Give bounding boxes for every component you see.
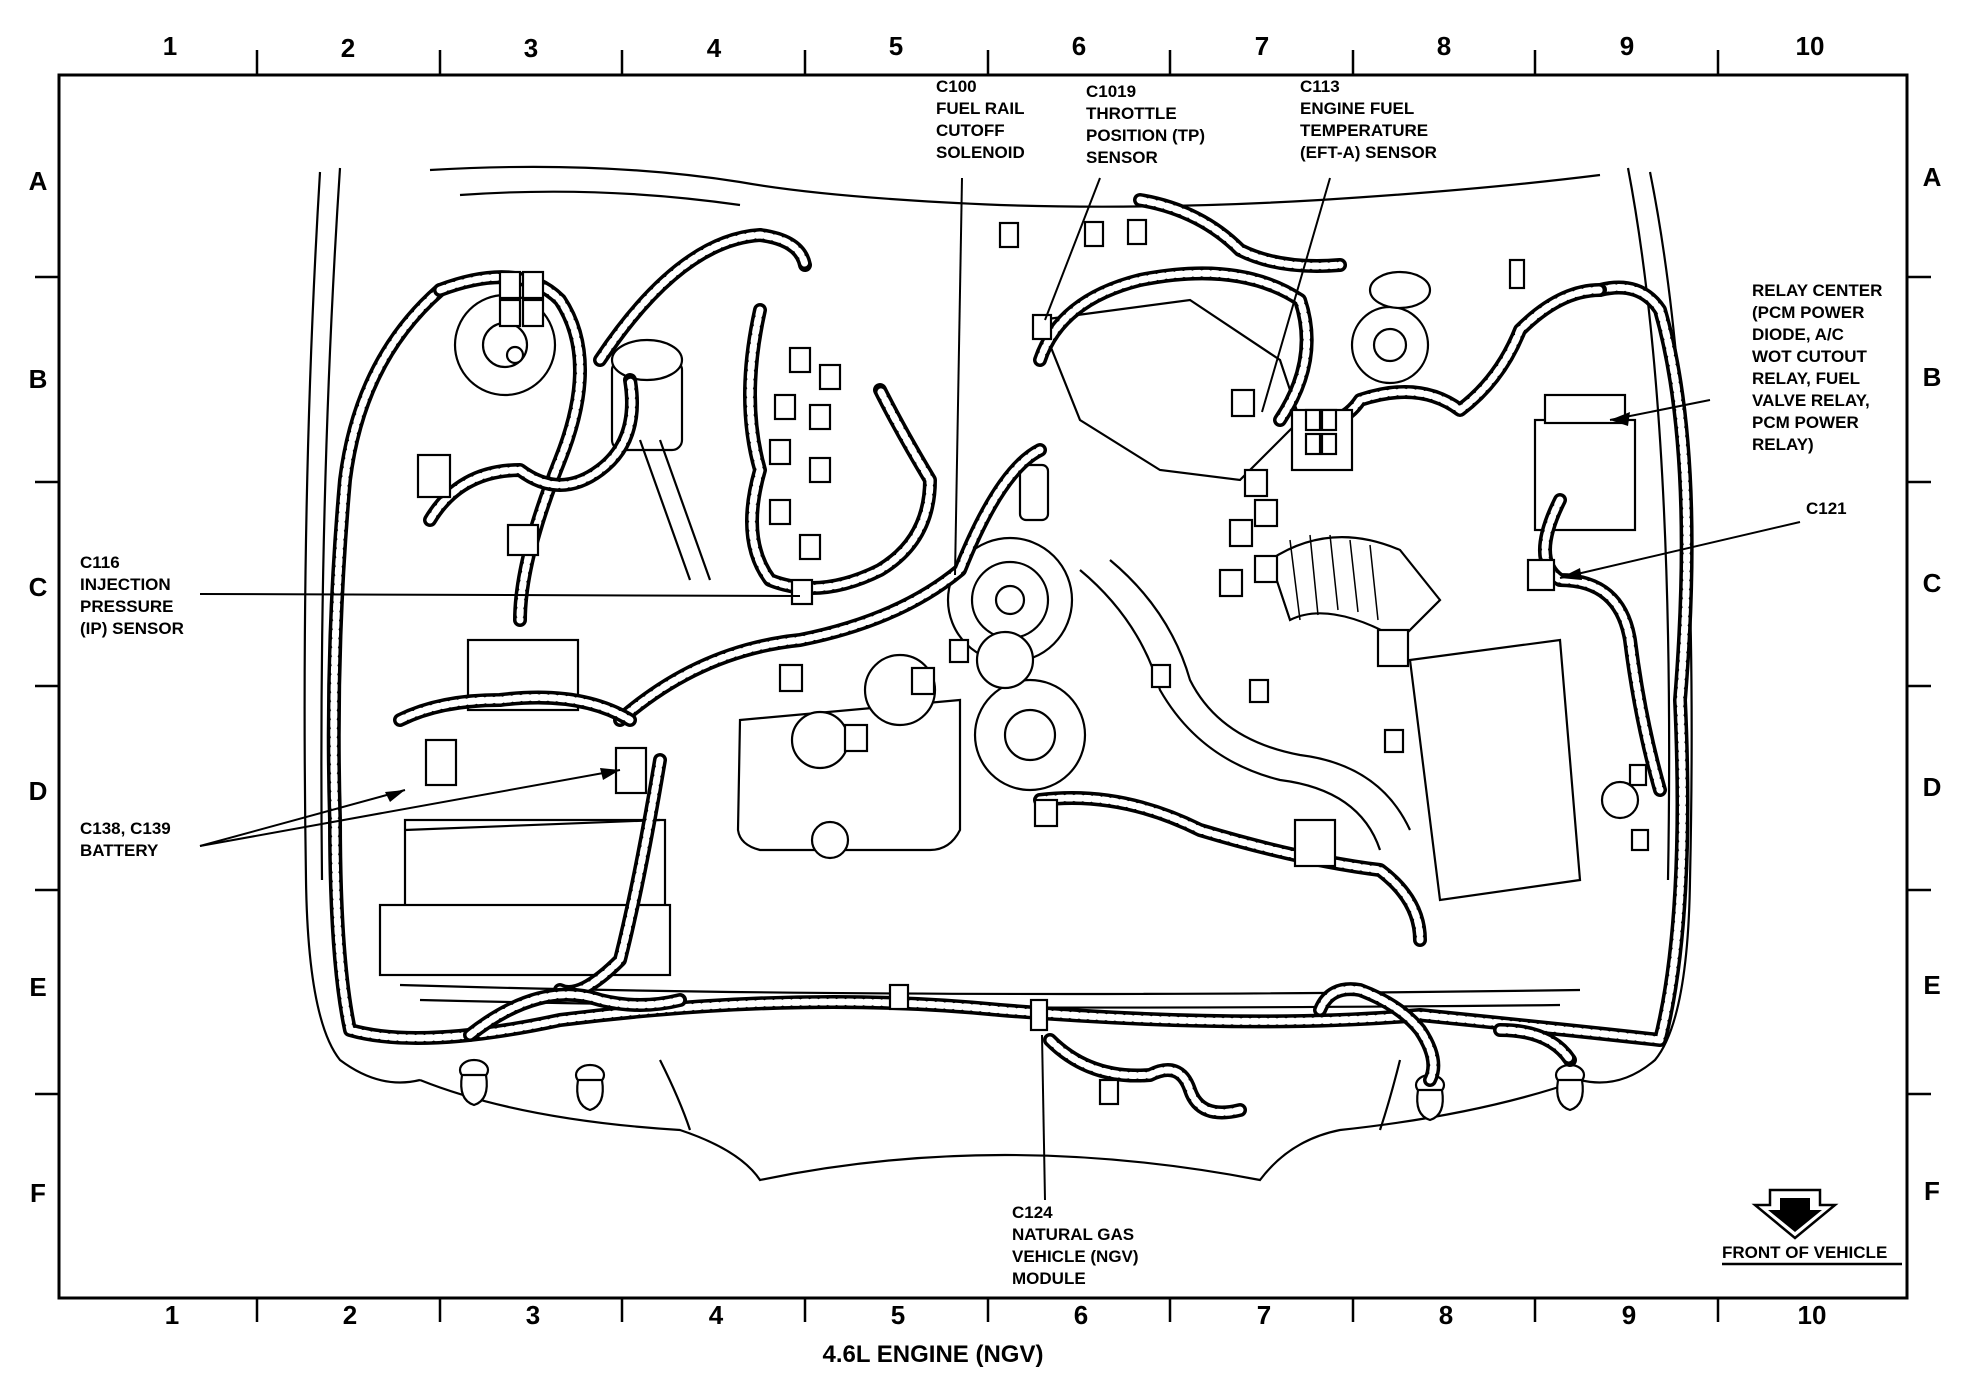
grid-col-7: 7: [1255, 31, 1269, 61]
c113-line-1: C113: [1300, 77, 1340, 96]
relay-center-line-1: RELAY CENTER: [1752, 281, 1882, 300]
grid-col-9-bottom: 9: [1622, 1300, 1636, 1330]
grid-row-A-right: A: [1923, 162, 1942, 192]
leader-arrowheads: [385, 412, 1630, 802]
grid-col-3-bottom: 3: [526, 1300, 540, 1330]
callout-c1019: C1019 THROTTLE POSITION (TP) SENSOR: [1086, 82, 1205, 167]
c116-line-1: C116: [80, 553, 120, 572]
front-of-vehicle-label: FRONT OF VEHICLE: [1722, 1243, 1887, 1262]
grid-col-8: 8: [1437, 31, 1451, 61]
c1019-line-3: POSITION (TP): [1086, 126, 1205, 145]
double-down-arrow-icon: [1751, 1188, 1839, 1240]
c113-line-3: TEMPERATURE: [1300, 121, 1428, 140]
c116-line-2: INJECTION: [80, 575, 171, 594]
callout-c116: C116 INJECTION PRESSURE (IP) SENSOR: [80, 553, 184, 638]
grid-ticks: [35, 50, 1931, 1322]
grid-col-4: 4: [707, 33, 722, 63]
grid-col-2: 2: [341, 33, 355, 63]
grid-col-6-bottom: 6: [1074, 1300, 1088, 1330]
c139-leader: [199, 769, 621, 847]
connectors: [416, 218, 1650, 1106]
leader-lines: [199, 177, 1801, 1201]
grid-col-10-bottom: 10: [1798, 1300, 1827, 1330]
grid-rows-left: A B C D E F: [29, 166, 48, 1208]
grid-col-5: 5: [889, 31, 903, 61]
diagram-title: 4.6L ENGINE (NGV): [823, 1341, 1044, 1368]
relay-center-line-6: VALVE RELAY,: [1752, 391, 1870, 410]
c124-line-1: C124: [1012, 1203, 1053, 1222]
c1019-line-2: THROTTLE: [1086, 104, 1177, 123]
c113-line-4: (EFT-A) SENSOR: [1300, 143, 1437, 162]
c113-leader: [1261, 177, 1331, 413]
grid-row-D-right: D: [1923, 772, 1942, 802]
c100-line-4: SOLENOID: [936, 143, 1025, 162]
c121-leader: [1559, 521, 1801, 579]
c124-line-2: NATURAL GAS: [1012, 1225, 1134, 1244]
grid-col-8-bottom: 8: [1439, 1300, 1453, 1330]
relay-center-line-8: RELAY): [1752, 435, 1814, 454]
grid-row-D: D: [29, 776, 48, 806]
grid-row-B-right: B: [1923, 362, 1942, 392]
c124-leader: [1041, 1034, 1046, 1201]
callout-relay-center: RELAY CENTER (PCM POWER DIODE, A/C WOT C…: [1752, 281, 1882, 454]
grid-row-A: A: [29, 166, 48, 196]
callout-c138-c139: C138, C139 BATTERY: [80, 819, 171, 860]
c100-line-3: CUTOFF: [936, 121, 1005, 140]
grid-row-F: F: [30, 1178, 46, 1208]
c138-leader: [199, 789, 406, 847]
c138-c139-line-1: C138, C139: [80, 819, 171, 838]
relay-center-line-4: WOT CUTOUT: [1752, 347, 1868, 366]
grid-rows-right: A B C D E F: [1923, 162, 1942, 1206]
relay-center-line-3: DIODE, A/C: [1752, 325, 1844, 344]
grid-col-4-bottom: 4: [709, 1300, 724, 1330]
callout-c121: C121: [1806, 499, 1847, 518]
grid-col-2-bottom: 2: [343, 1300, 357, 1330]
c113-line-2: ENGINE FUEL: [1300, 99, 1414, 118]
c1019-line-1: C1019: [1086, 82, 1136, 101]
front-of-vehicle: FRONT OF VEHICLE: [1722, 1188, 1902, 1266]
c116-line-4: (IP) SENSOR: [80, 619, 184, 638]
c100-leader: [954, 177, 963, 576]
engine-components: [453, 270, 1640, 1122]
c116-line-3: PRESSURE: [80, 597, 174, 616]
c100-line-1: C100: [936, 77, 977, 96]
relay-center-line-5: RELAY, FUEL: [1752, 369, 1860, 388]
c116-leader: [199, 593, 801, 597]
grid-row-C-right: C: [1923, 568, 1942, 598]
relay-center-line-2: (PCM POWER: [1752, 303, 1864, 322]
c1019-line-4: SENSOR: [1086, 148, 1158, 167]
grid-row-E-right: E: [1923, 970, 1940, 1000]
callout-c124: C124 NATURAL GAS VEHICLE (NGV) MODULE: [1012, 1203, 1139, 1288]
grid-col-3: 3: [524, 33, 538, 63]
c138-c139-line-2: BATTERY: [80, 841, 159, 860]
c124-line-4: MODULE: [1012, 1269, 1086, 1288]
grid-col-6: 6: [1072, 31, 1086, 61]
callout-c100: C100 FUEL RAIL CUTOFF SOLENOID: [936, 77, 1025, 162]
c121-line-1: C121: [1806, 499, 1847, 518]
grid-columns-top: 1 2 3 4 5 6 7 8 9 10: [163, 31, 1825, 63]
grid-col-10: 10: [1796, 31, 1825, 61]
grid-col-9: 9: [1620, 31, 1634, 61]
c124-line-3: VEHICLE (NGV): [1012, 1247, 1139, 1266]
grid-row-C: C: [29, 572, 48, 602]
grid-col-1-bottom: 1: [165, 1300, 179, 1330]
callout-c113: C113 ENGINE FUEL TEMPERATURE (EFT-A) SEN…: [1300, 77, 1437, 162]
grid-row-F-right: F: [1924, 1176, 1940, 1206]
grid-columns-bottom: 1 2 3 4 5 6 7 8 9 10: [165, 1300, 1827, 1330]
c1019-leader: [1044, 177, 1101, 321]
relay-center-line-7: PCM POWER: [1752, 413, 1859, 432]
grid-col-7-bottom: 7: [1257, 1300, 1271, 1330]
c100-line-2: FUEL RAIL: [936, 99, 1024, 118]
grid-row-E: E: [29, 972, 46, 1002]
grid-col-1: 1: [163, 31, 177, 61]
grid-row-B: B: [29, 364, 48, 394]
grid-col-5-bottom: 5: [891, 1300, 905, 1330]
